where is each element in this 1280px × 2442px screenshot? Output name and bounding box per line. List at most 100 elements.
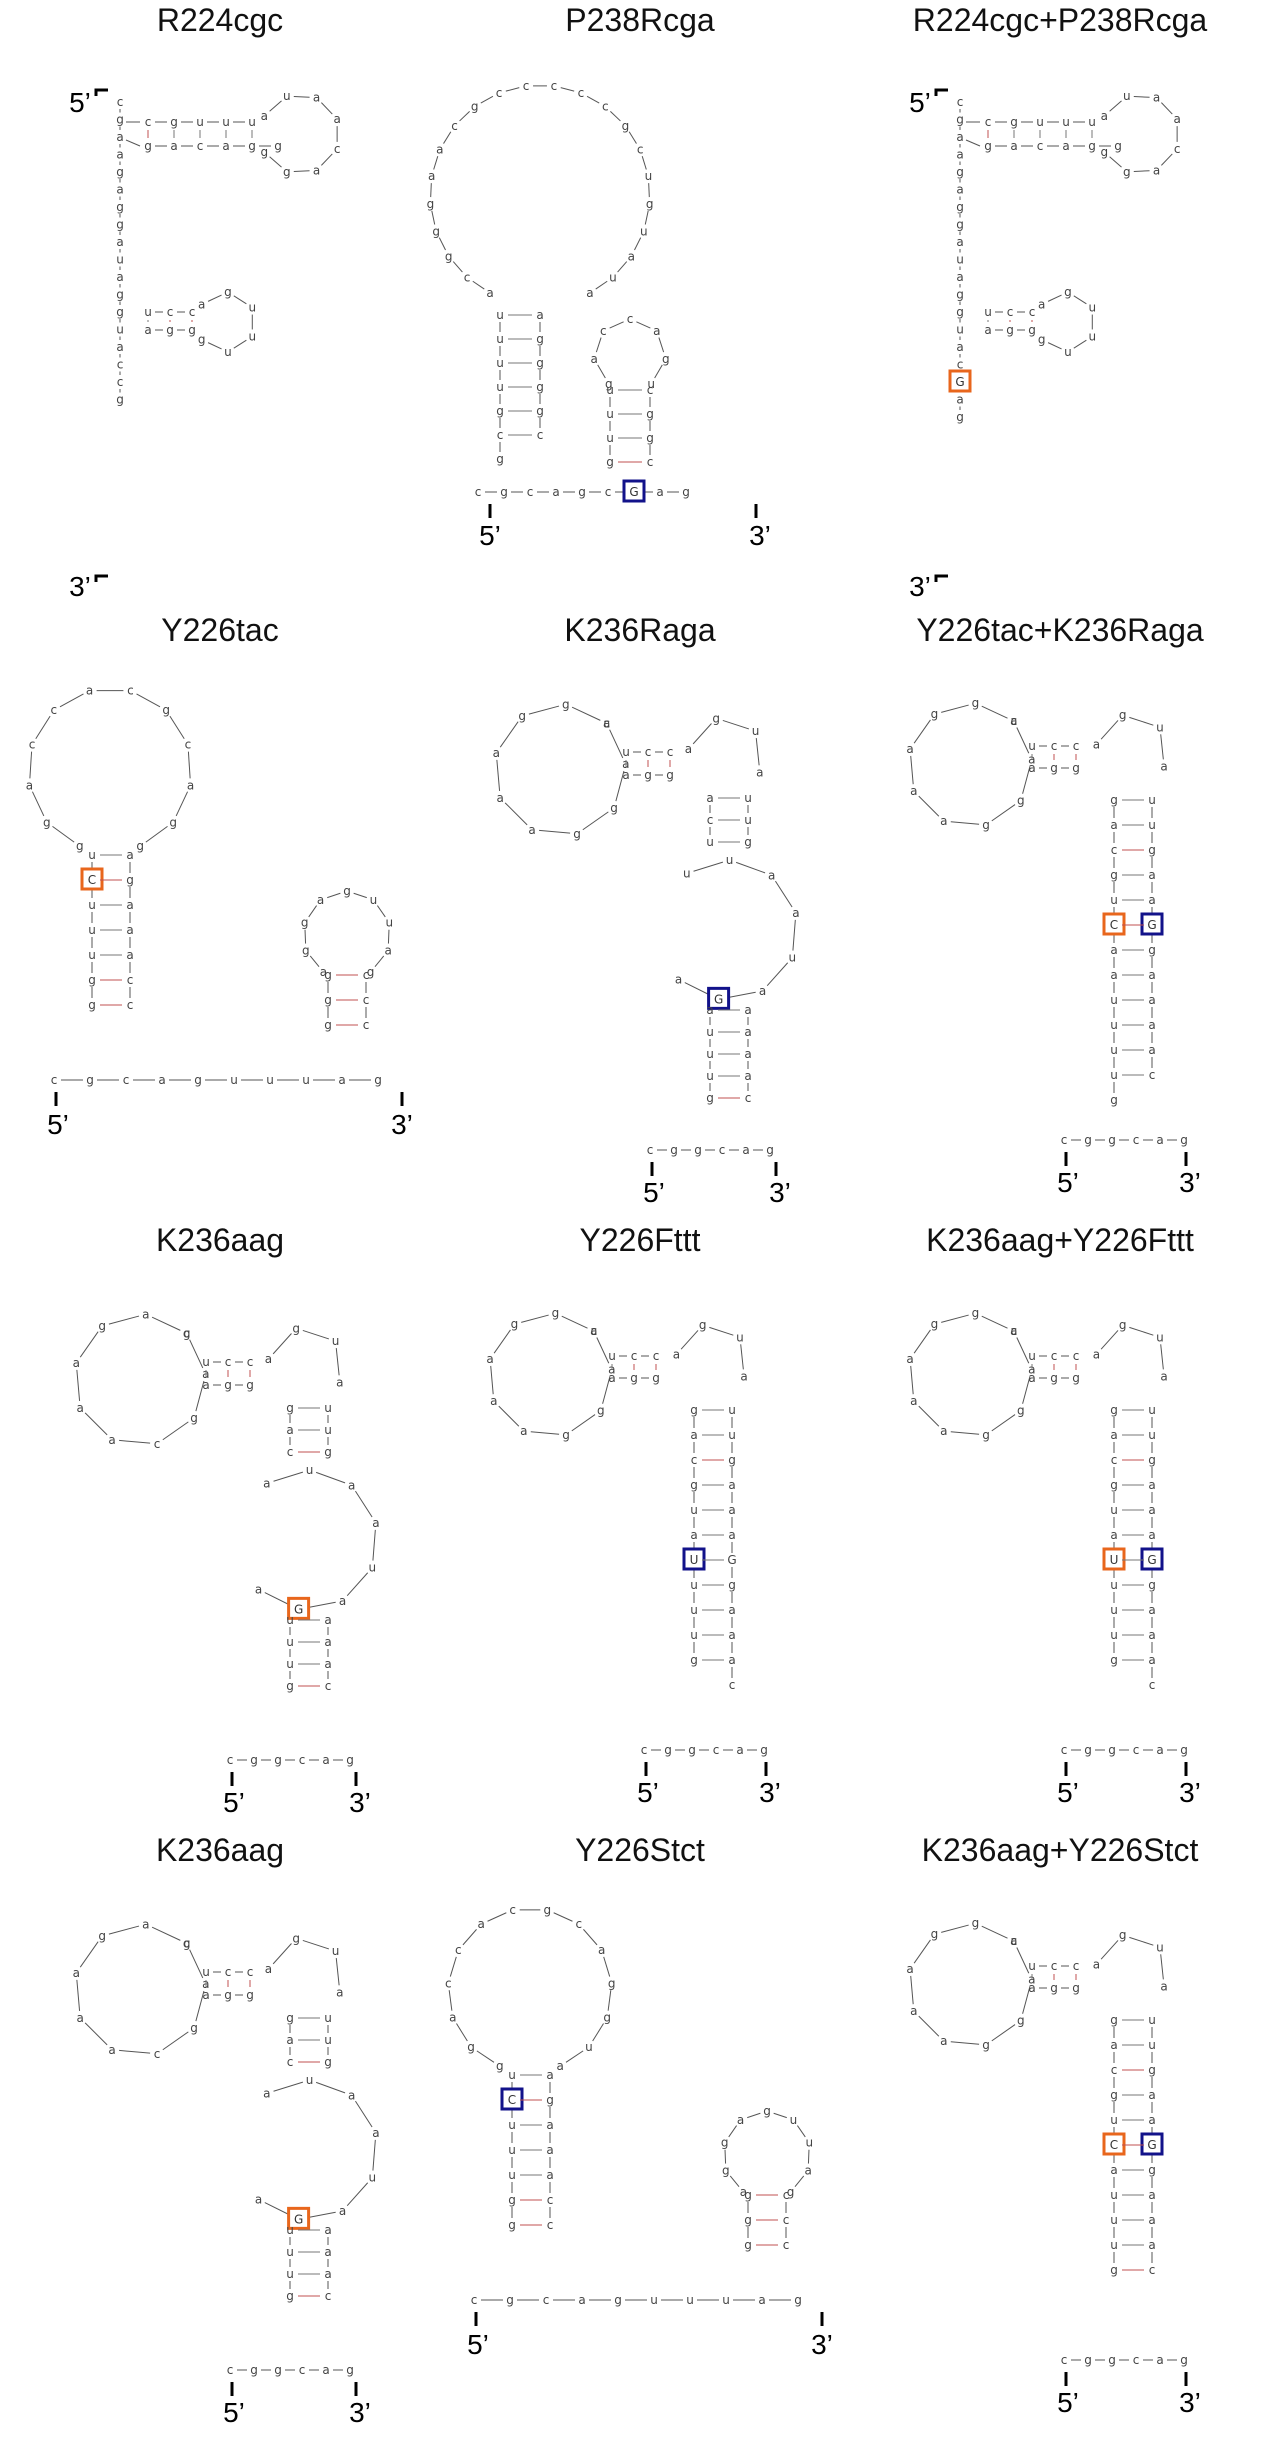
- mutation-marker-box: [707, 986, 731, 1010]
- nucleotide: c: [1051, 1959, 1058, 1973]
- nucleotide: a: [486, 1352, 493, 1366]
- mutated-nucleotide: U: [1110, 1553, 1119, 1567]
- nucleotide: a: [736, 1743, 743, 1757]
- mutated-nucleotide: G: [1147, 2138, 1156, 2152]
- backbone-segment: [302, 1939, 330, 1950]
- nucleotide: g: [432, 224, 440, 238]
- nucleotide: c: [29, 738, 36, 752]
- backbone-segment: [1129, 1936, 1154, 1946]
- nucleotide: g: [496, 404, 504, 418]
- nucleotide: u: [496, 332, 504, 346]
- nucleotide: a: [728, 1628, 735, 1642]
- backbone-segment: [321, 153, 333, 166]
- nucleotide: g: [1180, 1743, 1188, 1757]
- nucleotide: c: [1174, 142, 1181, 156]
- backbone-segment: [1161, 153, 1173, 166]
- nucleotide: u: [324, 1401, 332, 1415]
- nucleotide: a: [339, 2204, 346, 2218]
- nucleotide: u: [496, 380, 504, 394]
- backbone-segment: [108, 1925, 140, 1935]
- backbone-segment: [189, 1339, 204, 1369]
- nucleotide: g: [578, 485, 586, 499]
- backbone-segment: [553, 1912, 573, 1922]
- panel-title: R224cgc: [156, 2, 284, 38]
- nucleotide: a: [202, 1988, 209, 2002]
- nucleotide: g: [1148, 943, 1156, 957]
- nucleotide: a: [906, 1352, 913, 1366]
- backbone-segment: [941, 704, 969, 713]
- nucleotide: g: [721, 2136, 729, 2150]
- nucleotide: a: [906, 1962, 913, 1976]
- nucleotide: c: [127, 973, 134, 987]
- nucleotide: a: [591, 352, 598, 366]
- nucleotide: g: [198, 333, 206, 347]
- five-prime-label: 5’: [643, 1177, 665, 1208]
- nucleotide: a: [348, 1478, 355, 1492]
- backbone-segment: [145, 825, 168, 843]
- panel-title: K236Raga: [564, 612, 716, 648]
- nucleotide: a: [1010, 1934, 1017, 1948]
- nucleotide: a: [333, 112, 340, 126]
- nucleotide: a: [263, 1476, 270, 1490]
- backbone-segment: [321, 102, 333, 115]
- nucleotide: c: [117, 375, 124, 389]
- nucleotide: u: [752, 724, 760, 738]
- nucleotide: u: [622, 745, 630, 759]
- nucleotide: c: [117, 358, 124, 372]
- structure-group: aggaaaggacuccaggaguaacuuuguuaauaGaauuuga…: [493, 697, 800, 1208]
- backbone-segment: [991, 804, 1016, 822]
- nucleotide: u: [248, 329, 256, 343]
- nucleotide: g: [346, 2363, 354, 2377]
- nucleotide: u: [230, 1073, 238, 1087]
- nucleotide: a: [263, 2086, 270, 2100]
- nucleotide: a: [490, 1394, 497, 1408]
- mutation-marker-box: [80, 867, 104, 891]
- backbone-segment: [597, 364, 606, 379]
- nucleotide: a: [956, 235, 963, 249]
- nucleotide: g: [1017, 1404, 1025, 1418]
- nucleotide: g: [728, 1578, 736, 1592]
- backbone-segment: [913, 1939, 931, 1964]
- backbone-segment: [615, 770, 625, 802]
- nucleotide: c: [627, 312, 634, 326]
- backbone-segment: [346, 2182, 369, 2206]
- nucleotide: c: [1061, 1133, 1068, 1147]
- backbone-segment: [119, 1439, 151, 1444]
- nucleotide: u: [1110, 1578, 1118, 1592]
- mutation-marker-box: [1102, 912, 1126, 936]
- backbone-segment: [724, 2149, 727, 2164]
- backbone-segment: [910, 1365, 914, 1395]
- backbone-segment: [595, 280, 608, 290]
- backbone-segment: [233, 295, 247, 305]
- nucleotide: g: [694, 1143, 702, 1157]
- nucleotide: g: [1072, 1981, 1080, 1995]
- nucleotide: c: [1051, 739, 1058, 753]
- nucleotide: a: [126, 923, 133, 937]
- nucleotide: c: [1111, 2063, 1118, 2077]
- nucleotide: c: [647, 455, 654, 469]
- nucleotide: u: [144, 305, 152, 319]
- nucleotide: u: [1110, 1068, 1118, 1082]
- nucleotide: a: [261, 109, 268, 123]
- nucleotide: g: [573, 827, 581, 841]
- nucleotide: a: [428, 169, 435, 183]
- backbone-segment: [355, 2100, 373, 2128]
- nucleotide: g: [86, 1073, 94, 1087]
- nucleotide: a: [906, 742, 913, 756]
- nucleotide: a: [1101, 109, 1108, 123]
- nucleotide: u: [640, 224, 648, 238]
- backbone-segment: [981, 705, 1008, 719]
- panel-title: K236aag+Y226Fttt: [926, 1222, 1194, 1258]
- backbone-segment: [571, 706, 601, 721]
- nucleotide: a: [528, 823, 535, 837]
- nucleotide: g: [1148, 2063, 1156, 2077]
- nucleotide: a: [286, 2033, 293, 2047]
- nucleotide: u: [1110, 1018, 1118, 1032]
- end-bracket: [934, 88, 948, 96]
- three-prime-label: 3’: [909, 571, 931, 602]
- nucleotide: a: [768, 868, 775, 882]
- nucleotide: g: [744, 835, 752, 849]
- panel-title: K236aag: [155, 1832, 285, 1868]
